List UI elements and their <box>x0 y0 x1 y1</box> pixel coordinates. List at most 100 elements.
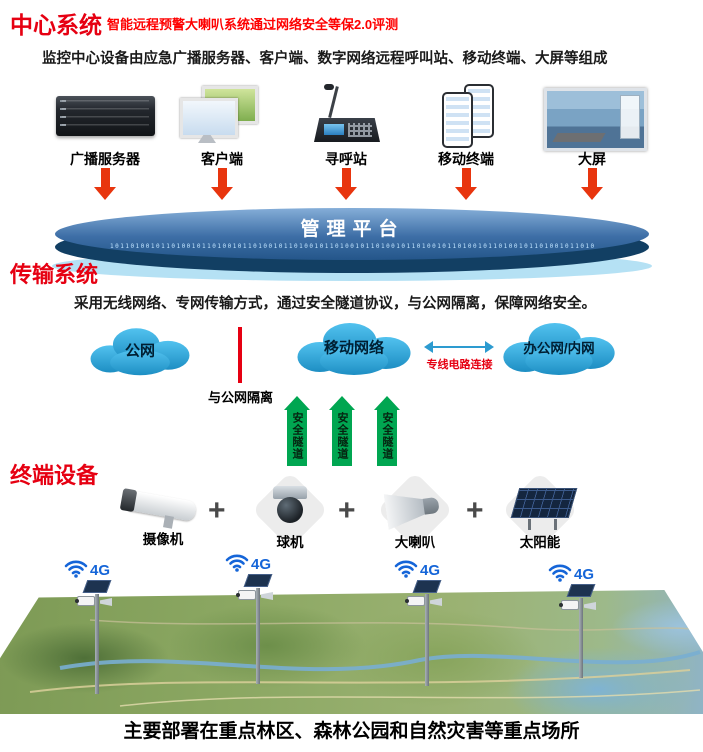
plus-sign: + <box>338 494 356 527</box>
center-system-description: 监控中心设备由应急广播服务器、客户端、数字网络远程呼叫站、移动终端、大屏等组成 <box>42 51 608 67</box>
down-arrow-icon <box>455 168 477 200</box>
isolation-label: 与公网隔离 <box>207 390 273 405</box>
solar-leg <box>554 519 557 530</box>
tower-solar-panel <box>82 580 112 593</box>
tower-horn <box>430 598 442 606</box>
label-camera: 摄像机 <box>142 532 184 547</box>
phone-front <box>442 92 473 148</box>
tunnel-label: 安全隧道 <box>381 412 393 460</box>
tower-camera <box>405 596 425 606</box>
mic-gooseneck <box>328 86 339 118</box>
tower-pole <box>95 594 99 694</box>
down-arrow-icon <box>211 168 233 200</box>
big-screen-icon <box>544 88 647 151</box>
tower-solar-panel <box>243 574 273 587</box>
network-4g-label: 4G <box>574 566 595 583</box>
label-mobile-terminal: 移动终端 <box>438 151 494 167</box>
tower-camera <box>559 600 579 610</box>
cloud-shape-icon <box>297 323 411 375</box>
public-network-cloud: 公网 <box>84 321 196 377</box>
wifi-icon <box>394 560 418 578</box>
tower-camera <box>75 596 95 606</box>
label-client: 客户端 <box>201 151 243 167</box>
management-platform-disk <box>50 194 655 294</box>
dedicated-line-label: 专线电路连接 <box>426 359 493 371</box>
paging-keypad <box>348 123 372 137</box>
label-public-network: 公网 <box>124 342 155 360</box>
deployment-map <box>0 590 703 714</box>
section-title-terminal-devices: 终端设备 <box>10 463 99 488</box>
label-mobile-network: 移动网络 <box>323 339 384 357</box>
network-4g-label: 4G <box>420 562 441 579</box>
horn-bell <box>384 489 429 530</box>
solar-panel-icon <box>508 488 578 534</box>
office-network-cloud: 办公网/内网 <box>496 315 622 377</box>
platform-label: 管理平台 <box>300 219 405 240</box>
screen-road-graphic <box>552 133 606 142</box>
up-arrow-head-icon <box>284 396 310 410</box>
network-4g-label: 4G <box>90 562 111 579</box>
security-tunnel-arrow: 安全隧道 <box>329 396 355 466</box>
server-leds <box>60 100 66 132</box>
transmission-description: 采用无线网络、专网传输方式，通过安全隧道协议，与公网隔离，保障网络安全。 <box>74 296 596 312</box>
network-4g-label: 4G <box>251 556 272 573</box>
solar-panel-grid <box>510 488 578 518</box>
up-arrow-head-icon <box>374 396 400 410</box>
isolation-red-line <box>238 327 242 383</box>
platform-binary-rim: 1011010010110100101101001011010010110100… <box>110 243 595 250</box>
down-arrow-icon <box>581 168 603 200</box>
horn-driver <box>422 496 440 515</box>
up-arrow-head-icon <box>329 396 355 410</box>
down-arrow-icon <box>335 168 357 200</box>
screen-side-panel <box>620 95 640 139</box>
label-big-screen: 大屏 <box>578 151 606 167</box>
phone-screen <box>446 97 469 143</box>
security-tunnel-arrow: 安全隧道 <box>374 396 400 466</box>
solar-leg <box>528 519 531 530</box>
mic-head <box>324 84 334 90</box>
section-title-transmission: 传输系统 <box>10 262 99 287</box>
client-monitors-icon <box>180 86 260 146</box>
tower-solar-panel <box>412 580 442 593</box>
camera-mount <box>163 515 174 529</box>
tower-pole <box>425 594 429 686</box>
deployment-summary: 主要部署在重点林区、森林公园和自然灾害等重点场所 <box>123 721 580 742</box>
platform-ellipse <box>52 208 652 281</box>
phone-screen <box>468 89 490 133</box>
wifi-icon <box>64 560 88 578</box>
dome-camera-icon <box>272 486 308 532</box>
wifi-icon <box>548 564 572 582</box>
tower-pole <box>579 598 583 678</box>
map-features <box>29 619 701 707</box>
paging-station-icon <box>310 84 384 146</box>
mobile-terminal-icon <box>440 84 498 148</box>
security-tunnel-arrow: 安全隧道 <box>284 396 310 466</box>
wifi-4g-badge: 4G <box>394 558 440 578</box>
dedicated-line-arrow-icon <box>424 341 494 353</box>
label-dome-camera: 球机 <box>276 535 304 550</box>
broadcast-server-icon <box>56 96 155 136</box>
tunnel-label: 安全隧道 <box>336 412 348 460</box>
tunnel-label: 安全隧道 <box>291 412 303 460</box>
label-horn-speaker: 大喇叭 <box>394 535 436 550</box>
header-subtitle: 智能远程预警大喇叭系统通过网络安全等保2.0评测 <box>107 17 399 32</box>
wifi-4g-badge: 4G <box>548 562 594 582</box>
label-broadcast-server: 广播服务器 <box>70 151 140 167</box>
monitor-front <box>180 98 238 138</box>
dome-lens-ball <box>277 497 303 523</box>
mobile-network-cloud: 移动网络 <box>290 315 418 377</box>
cloud-shape-icon <box>503 323 615 375</box>
monitor-stand <box>198 135 216 143</box>
tower-solar-panel <box>566 584 596 597</box>
paging-screen <box>324 124 344 135</box>
down-arrow-icon <box>94 168 116 200</box>
tower-horn <box>584 602 596 610</box>
tower-horn <box>100 598 112 606</box>
tower-camera <box>236 590 256 600</box>
cloud-shape-icon <box>90 328 190 376</box>
section-title-center-system: 中心系统 <box>10 12 102 38</box>
dome-housing <box>273 486 307 499</box>
label-solar: 太阳能 <box>519 535 561 550</box>
paging-console <box>314 118 380 142</box>
